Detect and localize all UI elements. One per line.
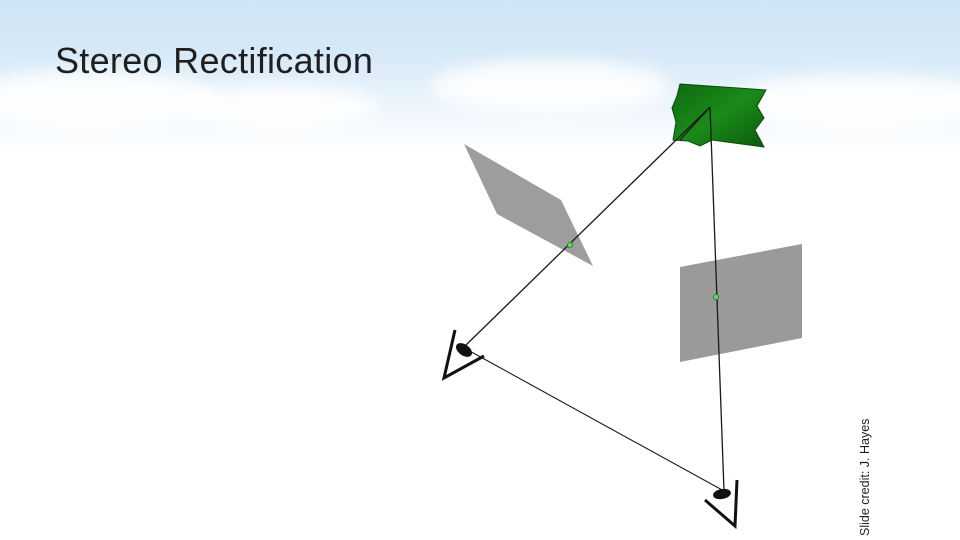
left-ray <box>465 106 711 346</box>
slide-credit: Slide credit: J. Hayes <box>858 418 872 536</box>
sky-background <box>0 0 960 150</box>
left-projected-point <box>567 241 574 248</box>
object-tick <box>679 106 711 141</box>
right-image-plane <box>680 244 802 362</box>
right-eye-icon <box>704 479 739 530</box>
left-image-plane <box>464 144 593 266</box>
baseline <box>465 348 725 492</box>
right-projected-point <box>713 293 720 300</box>
scene-object <box>671 83 767 148</box>
left-eye-icon <box>441 329 485 381</box>
slide-title: Stereo Rectification <box>55 40 374 81</box>
